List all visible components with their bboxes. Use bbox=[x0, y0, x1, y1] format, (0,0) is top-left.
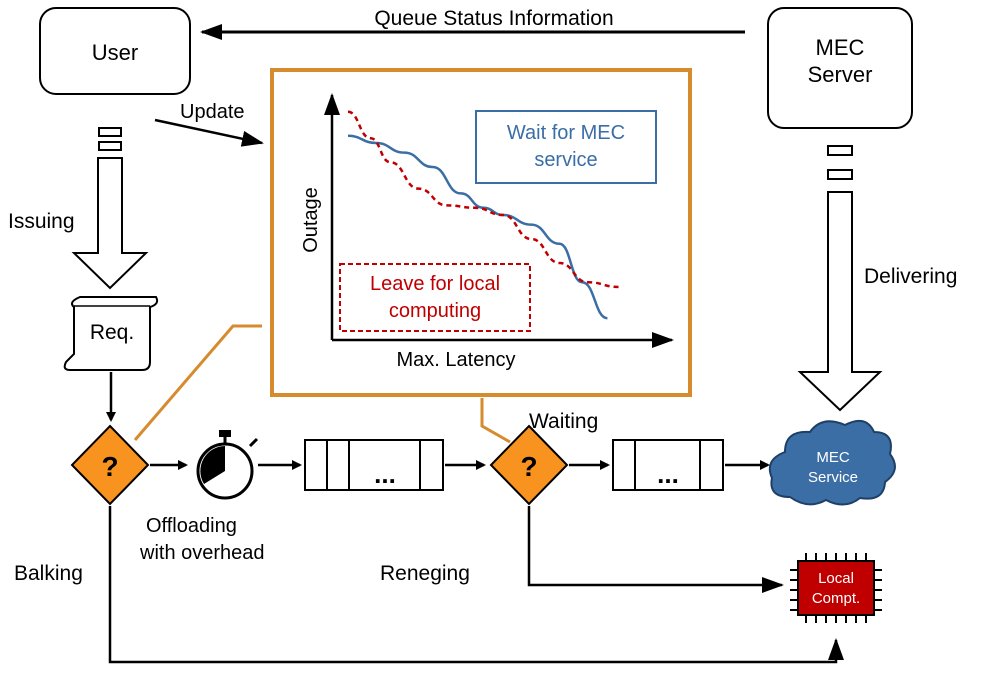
issuing-label: Issuing bbox=[8, 210, 75, 233]
reneging-decision: ? bbox=[489, 424, 569, 506]
waiting-label: Waiting bbox=[529, 410, 598, 433]
user-label: User bbox=[92, 40, 138, 65]
outage-latency-chart: Outage Max. Latency Wait for MEC service… bbox=[270, 68, 692, 397]
legend-local-line2: computing bbox=[389, 300, 481, 322]
issuing-arrow bbox=[71, 157, 149, 290]
balking-arrow bbox=[108, 506, 844, 664]
legend-box-mec bbox=[475, 110, 657, 184]
user-buffer-2 bbox=[98, 141, 122, 151]
reneging-decision-mark: ? bbox=[520, 451, 537, 482]
queue-2: ... bbox=[612, 439, 724, 491]
local-compute-chip: Local Compt. bbox=[790, 553, 882, 623]
delivering-arrow bbox=[797, 191, 883, 412]
reneging-label: Reneging bbox=[380, 562, 470, 585]
request-label: Req. bbox=[90, 321, 134, 344]
mec-server-label-line1: MEC bbox=[816, 35, 865, 60]
update-arrow bbox=[154, 118, 264, 147]
callout-connector-right bbox=[480, 398, 511, 444]
balking-decision: ? bbox=[70, 424, 150, 506]
server-buffer-2 bbox=[827, 169, 853, 180]
queue-1: ... bbox=[304, 439, 444, 491]
update-flow: Update bbox=[154, 101, 264, 147]
server-buffer-1 bbox=[827, 145, 853, 156]
queue-status-label: Queue Status Information bbox=[374, 7, 613, 30]
queue-2-dots: ... bbox=[657, 459, 679, 489]
delivering-label: Delivering bbox=[864, 265, 957, 288]
legend-mec-line1: Wait for MEC bbox=[507, 122, 625, 144]
queue-1-dots: ... bbox=[374, 459, 396, 489]
update-label: Update bbox=[180, 101, 245, 123]
chart-series-layer bbox=[347, 110, 619, 320]
stopwatch-icon bbox=[196, 430, 259, 500]
legend-box-local bbox=[339, 263, 531, 332]
mec-server-node: MEC Server bbox=[767, 7, 913, 129]
offloading-label-line2: with overhead bbox=[139, 542, 265, 564]
legend-local-line1: Leave for local bbox=[370, 273, 500, 295]
reneging-arrow bbox=[527, 506, 784, 593]
local-compute-label-line2: Compt. bbox=[812, 590, 860, 607]
chart-x-label: Max. Latency bbox=[397, 349, 516, 371]
mec-server-label-line2: Server bbox=[808, 62, 873, 87]
request-scroll: Req. bbox=[63, 296, 159, 371]
user-node: User bbox=[39, 7, 191, 95]
chart-series-1-line bbox=[347, 110, 619, 289]
balking-label: Balking bbox=[14, 562, 83, 585]
legend-mec-line2: service bbox=[534, 149, 597, 171]
queue-status-flow: Queue Status Information bbox=[200, 7, 745, 40]
chart-y-label: Outage bbox=[300, 187, 322, 253]
mec-service-label-line1: MEC bbox=[816, 449, 850, 466]
mec-service-cloud: MEC Service bbox=[768, 419, 896, 506]
balking-decision-mark: ? bbox=[101, 451, 118, 482]
mec-service-label-line2: Service bbox=[808, 469, 858, 486]
delivering-flow: Delivering bbox=[797, 145, 957, 412]
local-compute-label-line1: Local bbox=[818, 570, 854, 587]
issuing-flow: Issuing bbox=[8, 127, 149, 290]
callout-connector-left bbox=[133, 324, 262, 441]
offloading-label-line1: Offloading bbox=[146, 515, 237, 537]
user-buffer-1 bbox=[98, 127, 122, 137]
